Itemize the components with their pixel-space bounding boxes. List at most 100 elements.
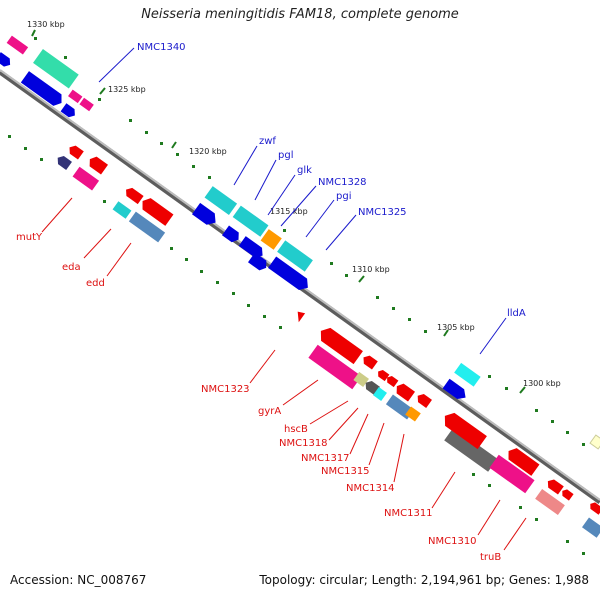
cds-arrow xyxy=(417,394,432,408)
reverse-label-trub: truB xyxy=(480,517,527,563)
cds-arrow xyxy=(378,370,390,382)
gene-label: pgl xyxy=(278,150,293,161)
cds-feature xyxy=(353,371,369,387)
cds-arrow xyxy=(69,145,84,160)
gene-label: NMC1310 xyxy=(428,536,477,547)
cds-feature xyxy=(33,49,79,89)
cds-feature xyxy=(6,35,29,55)
cds-feature xyxy=(277,240,313,272)
cds-feature xyxy=(68,89,83,104)
reverse-label-nmc1311: NMC1311 xyxy=(384,471,456,519)
forward-label-nmc1340: NMC1340 xyxy=(98,42,186,83)
reverse-features xyxy=(57,145,600,538)
reverse-label-nmc1315: NMC1315 xyxy=(321,422,385,477)
tick-1315: 1315 kbp xyxy=(270,207,308,216)
gene-label: NMC1340 xyxy=(137,42,186,53)
cds-feature xyxy=(489,454,535,494)
gene-label: NMC1315 xyxy=(321,466,370,477)
cds-arrow xyxy=(320,327,363,365)
gene-label: zwf xyxy=(259,136,276,147)
map-title: Neisseria meningitidis FAM18, complete g… xyxy=(141,7,459,22)
reverse-label-nmc1318: NMC1318 xyxy=(279,407,359,449)
cds-feature xyxy=(535,488,565,516)
tick-label: 1325 kbp xyxy=(108,85,146,94)
gene-label: hscB xyxy=(284,424,308,435)
cds-arrow xyxy=(396,383,415,402)
cds-arrow xyxy=(0,52,11,67)
cds-feature xyxy=(260,229,282,250)
cds-arrow xyxy=(363,355,378,370)
cds-feature xyxy=(308,344,362,390)
cds-arrow xyxy=(442,378,466,399)
cds-arrow xyxy=(268,256,308,291)
tick-1325: 1325 kbp xyxy=(99,85,146,95)
cds-arrow xyxy=(547,479,564,495)
forward-label-llda: lldA xyxy=(479,308,526,355)
cds-feature xyxy=(72,166,100,191)
cds-arrow xyxy=(248,252,267,271)
gene-label: mutY xyxy=(16,232,43,243)
gene-label: truB xyxy=(480,552,501,563)
gene-label: NMC1325 xyxy=(358,207,407,218)
cds-feature xyxy=(112,201,132,219)
tick-1300: 1300 kbp xyxy=(519,379,561,394)
gene-label: NMC1328 xyxy=(318,177,367,188)
cds-arrow xyxy=(222,225,239,243)
reverse-label-muty: mutY xyxy=(16,197,73,243)
gene-label: NMC1311 xyxy=(384,508,433,519)
reverse-label-eda: eda xyxy=(62,228,112,273)
cds-arrow xyxy=(444,412,487,450)
tick-label: 1310 kbp xyxy=(352,265,390,274)
reverse-label-nmc1317: NMC1317 xyxy=(301,413,369,464)
tick-1330: 1330 kbp xyxy=(27,20,65,37)
cds-feature xyxy=(454,362,481,387)
gene-label: edd xyxy=(86,278,105,289)
gene-label: pgi xyxy=(336,191,351,202)
tick-label: 1300 kbp xyxy=(523,379,561,388)
reverse-label-nmc1314: NMC1314 xyxy=(346,433,405,494)
cds-arrow xyxy=(60,103,75,118)
gene-label: lldA xyxy=(507,308,526,319)
cds-feature xyxy=(582,517,600,538)
gene-label: eda xyxy=(62,262,81,273)
accession-text: Accession: NC_008767 xyxy=(10,573,147,587)
reverse-label-nmc1323: NMC1323 xyxy=(201,349,276,395)
reverse-label-nmc1310: NMC1310 xyxy=(428,499,501,547)
tick-1320: 1320 kbp xyxy=(171,141,227,156)
reverse-label-gyra: gyrA xyxy=(258,379,319,417)
forward-label-glk: glk xyxy=(267,165,312,216)
cds-arrow xyxy=(297,311,306,323)
tick-1310: 1310 kbp xyxy=(352,265,390,283)
cds-arrow xyxy=(142,198,174,226)
cds-feature xyxy=(128,211,166,243)
gene-label: NMC1314 xyxy=(346,483,395,494)
cds-arrow xyxy=(387,376,399,388)
reverse-label-hscb: hscB xyxy=(284,400,349,435)
cds-arrow xyxy=(20,71,62,106)
tick-1305: 1305 kbp xyxy=(437,323,475,337)
gene-label: NMC1317 xyxy=(301,453,350,464)
forward-label-zwf: zwf xyxy=(233,136,276,186)
reverse-label-edd: edd xyxy=(86,242,132,289)
tick-rail-outer xyxy=(34,37,585,446)
forward-label-nmc1325: NMC1325 xyxy=(325,207,407,251)
cds-feature xyxy=(444,427,498,472)
genome-summary-text: Topology: circular; Length: 2,194,961 bp… xyxy=(259,573,589,587)
gene-label: glk xyxy=(297,165,312,176)
cds-arrow xyxy=(508,448,540,476)
cds-feature xyxy=(405,406,421,422)
cds-arrow xyxy=(562,489,574,501)
cds-feature xyxy=(79,97,94,112)
gene-label: NMC1318 xyxy=(279,438,328,449)
gene-label: gyrA xyxy=(258,406,281,417)
forward-label-nmc1328: NMC1328 xyxy=(280,177,367,227)
gene-label: NMC1323 xyxy=(201,384,250,395)
tick-label: 1330 kbp xyxy=(27,20,65,29)
cds-arrow xyxy=(191,202,216,225)
forward-label-pgi: pgi xyxy=(305,191,351,238)
cds-arrow xyxy=(89,156,108,175)
cds-arrow xyxy=(126,187,144,205)
cds-arrow xyxy=(238,236,263,258)
tick-label: 1320 kbp xyxy=(189,147,227,156)
